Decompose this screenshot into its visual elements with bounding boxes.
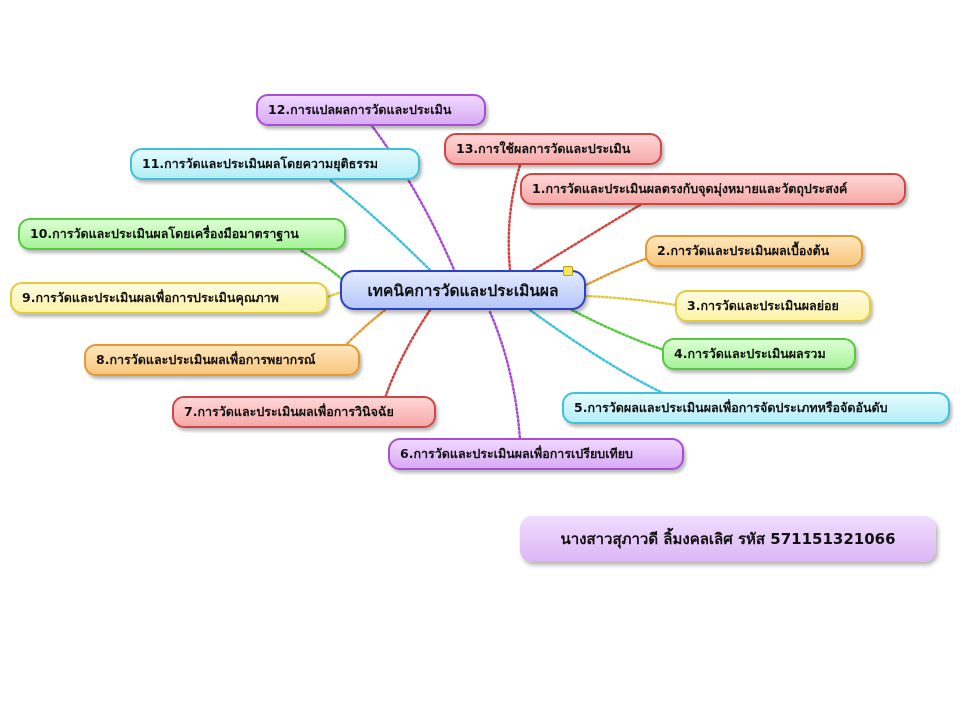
- connector-b6: [488, 310, 522, 442]
- branch-5-label: 5.การวัดผลและประเมินผลเพื่อการจัดประเภทห…: [574, 400, 888, 415]
- branch-7-node[interactable]: 7.การวัดและประเมินผลเพื่อการวินิจฉัย: [172, 396, 436, 428]
- branch-2-label: 2.การวัดและประเมินผลเบื้องต้น: [657, 243, 830, 258]
- branch-6-label: 6.การวัดและประเมินผลเพื่อการเปรียบเทียบ: [400, 446, 633, 461]
- connector-b5: [528, 308, 667, 396]
- connector-b8: [343, 308, 387, 348]
- branch-1-node[interactable]: 1.การวัดและประเมินผลตรงกับจุดมุ่งหมายและ…: [520, 173, 906, 205]
- branch-8-node[interactable]: 8.การวัดและประเมินผลเพื่อการพยากรณ์: [84, 344, 360, 376]
- branch-11-label: 11.การวัดและประเมินผลโดยความยุติธรรม: [142, 156, 378, 171]
- branch-13-node[interactable]: 13.การใช้ผลการวัดและประเมิน: [444, 133, 662, 165]
- author-box: นางสาวสุภาวดี ลิ้มงคลเลิศ รหัส 571151321…: [520, 516, 936, 562]
- branch-9-label: 9.การวัดและประเมินผลเพื่อการประเมินคุณภา…: [22, 290, 279, 305]
- connector-b11: [328, 178, 432, 272]
- branch-12-node[interactable]: 12.การแปลผลการวัดและประเมิน: [256, 94, 486, 126]
- branch-4-node[interactable]: 4.การวัดและประเมินผลรวม: [662, 338, 856, 370]
- branch-13-label: 13.การใช้ผลการวัดและประเมิน: [456, 141, 631, 156]
- connector-b13: [507, 163, 522, 272]
- branch-11-node[interactable]: 11.การวัดและประเมินผลโดยความยุติธรรม: [130, 148, 420, 180]
- connector-b4: [570, 308, 666, 352]
- branch-12-label: 12.การแปลผลการวัดและประเมิน: [268, 102, 452, 117]
- selection-handle[interactable]: [563, 266, 573, 276]
- central-topic-label: เทคนิคการวัดและประเมินผล: [367, 281, 559, 300]
- branch-7-label: 7.การวัดและประเมินผลเพื่อการวินิจฉัย: [184, 404, 394, 419]
- branch-10-node[interactable]: 10.การวัดและประเมินผลโดยเครื่องมือมาตราฐ…: [18, 218, 346, 250]
- branch-10-label: 10.การวัดและประเมินผลโดยเครื่องมือมาตราฐ…: [30, 226, 299, 241]
- branch-3-node[interactable]: 3.การวัดและประเมินผลย่อย: [675, 290, 871, 322]
- central-topic-node[interactable]: เทคนิคการวัดและประเมินผล: [340, 270, 586, 310]
- branch-5-node[interactable]: 5.การวัดผลและประเมินผลเพื่อการจัดประเภทห…: [562, 392, 950, 424]
- connector-b2: [584, 256, 650, 287]
- branch-8-label: 8.การวัดและประเมินผลเพื่อการพยากรณ์: [96, 352, 316, 367]
- connector-b10: [298, 248, 347, 284]
- branch-9-node[interactable]: 9.การวัดและประเมินผลเพื่อการประเมินคุณภา…: [10, 282, 328, 314]
- branch-2-node[interactable]: 2.การวัดและประเมินผลเบื้องต้น: [645, 235, 863, 267]
- author-label: นางสาวสุภาวดี ลิ้มงคลเลิศ รหัส 571151321…: [560, 530, 896, 548]
- connector-b12: [370, 124, 457, 274]
- branch-4-label: 4.การวัดและประเมินผลรวม: [674, 346, 826, 361]
- connector-b3: [584, 294, 678, 307]
- branch-1-label: 1.การวัดและประเมินผลตรงกับจุดมุ่งหมายและ…: [532, 181, 848, 196]
- connector-b7: [383, 308, 432, 400]
- branch-6-node[interactable]: 6.การวัดและประเมินผลเพื่อการเปรียบเทียบ: [388, 438, 684, 470]
- branch-3-label: 3.การวัดและประเมินผลย่อย: [687, 298, 839, 313]
- connector-b1: [528, 203, 642, 274]
